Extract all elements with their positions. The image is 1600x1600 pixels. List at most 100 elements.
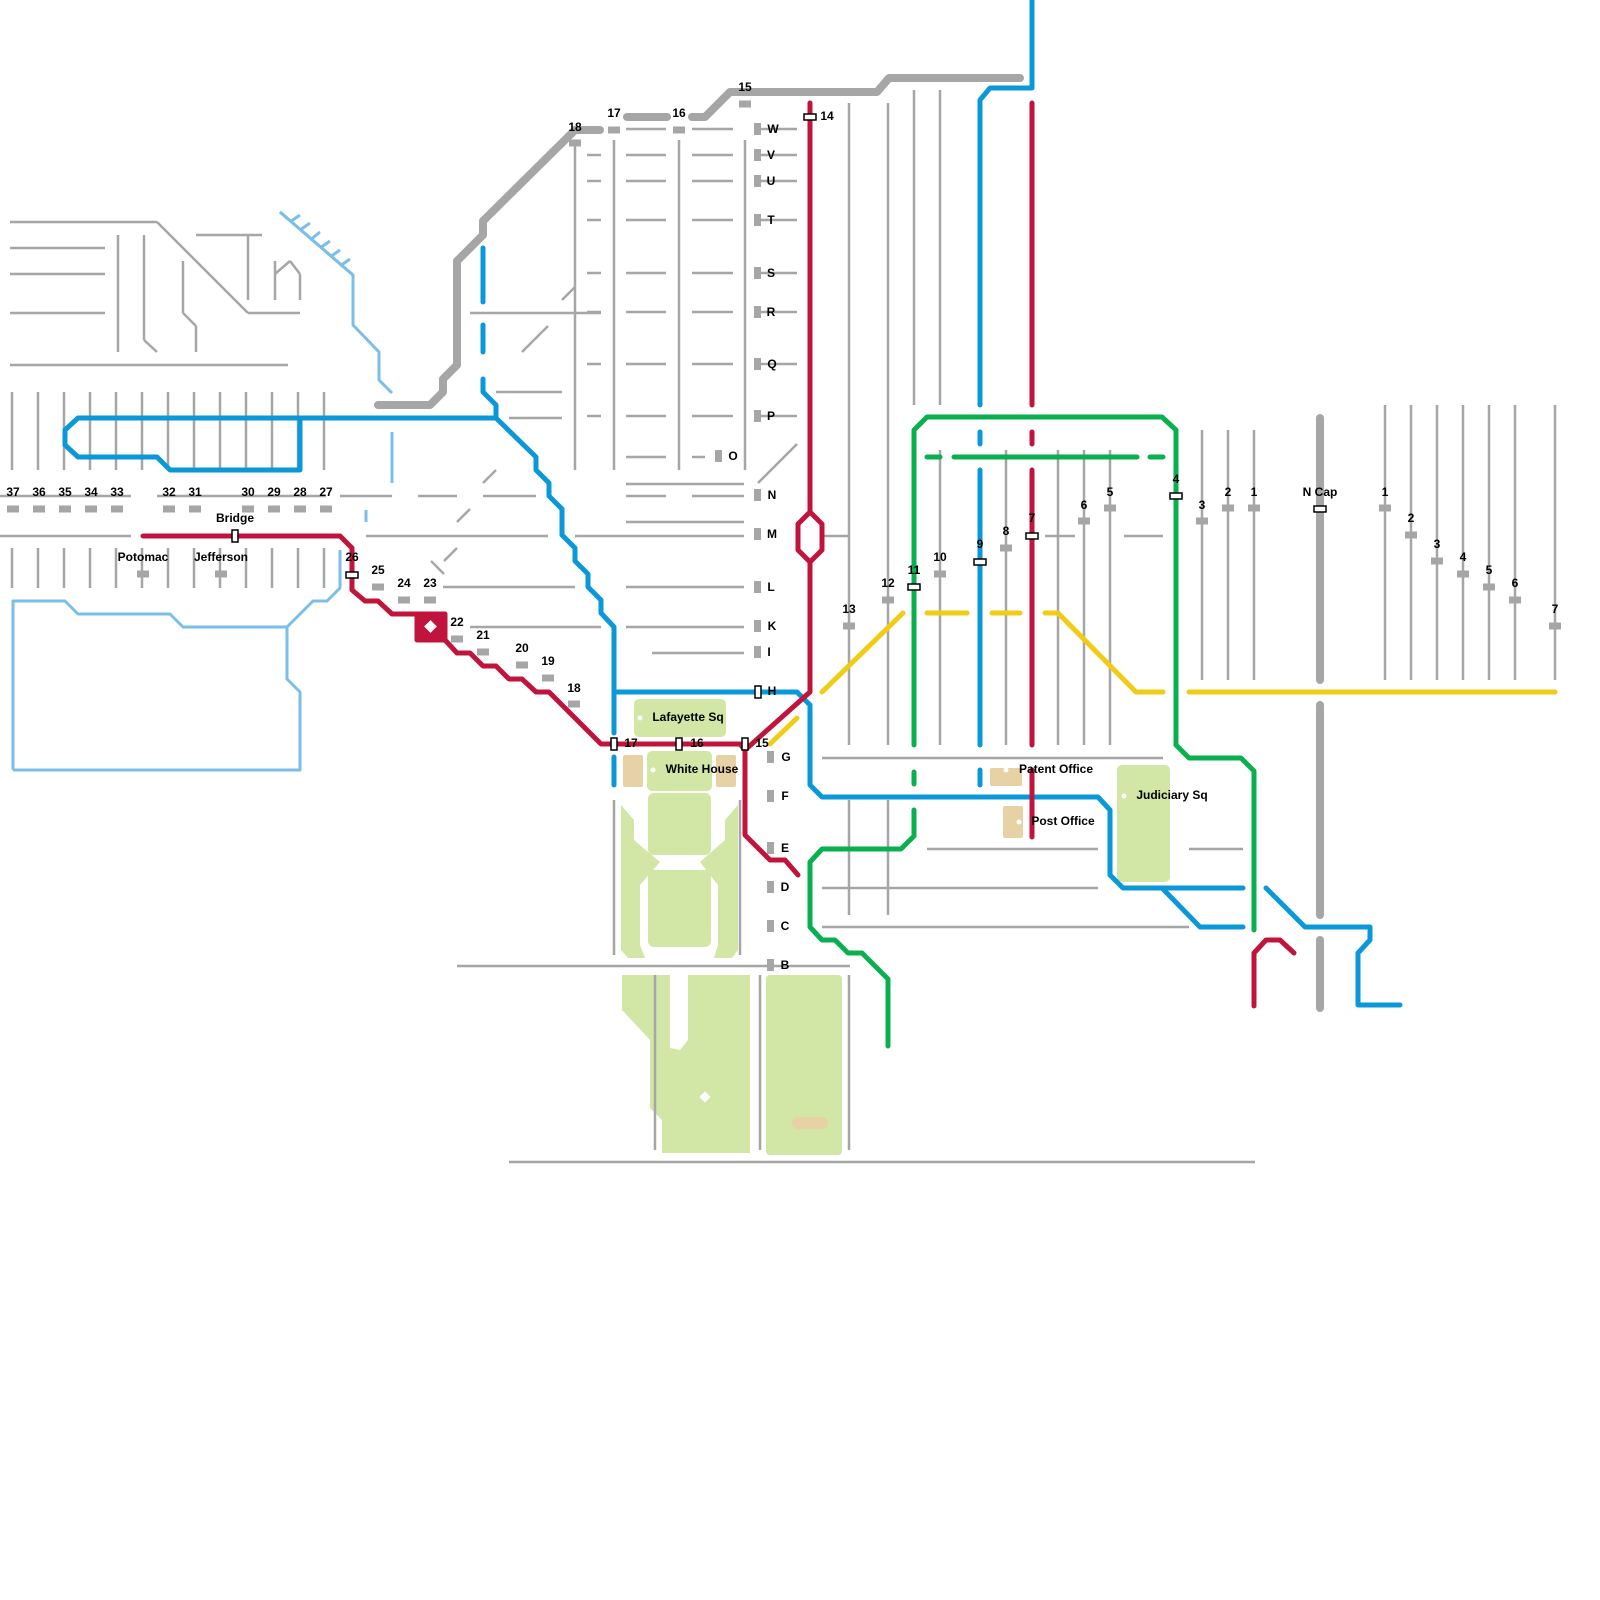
street-marker <box>767 959 774 971</box>
station-label: 22 <box>450 615 464 629</box>
street-marker <box>542 674 554 682</box>
ellipse <box>648 870 711 947</box>
station-marker[interactable] <box>345 571 359 579</box>
station-marker[interactable] <box>231 529 239 543</box>
street-label: L <box>767 580 774 594</box>
street-label: C <box>781 919 790 933</box>
station-label: 21 <box>476 628 490 642</box>
street-label: 18 <box>568 120 582 134</box>
station-marker[interactable] <box>803 113 817 121</box>
place-label: Potomac <box>118 550 169 564</box>
street-label: N Cap <box>1303 485 1338 499</box>
street-label: 13 <box>842 602 856 616</box>
yellow-route-1 <box>819 610 906 695</box>
street-marker <box>754 581 761 593</box>
light-blue-bridge-truss <box>279 210 354 277</box>
street-label: E <box>781 841 789 855</box>
street-label: I <box>767 645 770 659</box>
monument-building <box>792 1117 828 1129</box>
street-label: 31 <box>188 485 202 499</box>
blue-west-loop <box>62 415 499 473</box>
station-marker[interactable] <box>675 737 683 751</box>
street-marker <box>424 596 436 604</box>
street <box>443 547 458 562</box>
red-southeast <box>1251 937 1297 1009</box>
street-label: 17 <box>607 106 621 120</box>
street <box>143 339 158 353</box>
street-label: 7 <box>1029 511 1036 525</box>
street-label: D <box>781 880 790 894</box>
street <box>561 286 576 301</box>
street-grid <box>0 90 1557 1164</box>
street-label: H <box>768 684 777 698</box>
street-label: 35 <box>58 485 72 499</box>
street-label: 27 <box>319 485 333 499</box>
street-marker <box>754 620 761 632</box>
street-label: 12 <box>881 576 895 590</box>
street <box>521 325 549 353</box>
street-label: 9 <box>977 537 984 551</box>
judiciary-square-park <box>1117 765 1170 882</box>
place-label: Bridge <box>216 511 254 525</box>
street-marker <box>189 505 201 513</box>
station-marker[interactable] <box>741 737 749 751</box>
green-line <box>807 414 1257 1049</box>
street-marker <box>1104 504 1116 512</box>
street-label: 3 <box>1199 498 1206 512</box>
blue-east <box>1263 885 1403 1008</box>
street-label: Q <box>767 357 776 371</box>
lafayette-square-park <box>634 699 726 737</box>
yellow-route-6 <box>767 715 800 747</box>
street-label: K <box>768 619 777 633</box>
station-marker[interactable] <box>1025 532 1039 540</box>
station-marker[interactable] <box>973 558 987 566</box>
landmark-label: Post Office <box>1031 814 1095 828</box>
landmark-dot <box>1003 767 1009 773</box>
street-label: 4 <box>1173 472 1180 486</box>
monument-marker <box>699 1091 711 1103</box>
street-label: 5 <box>1107 485 1114 499</box>
street-label: 29 <box>267 485 281 499</box>
red-14th <box>795 100 825 565</box>
yellow-line <box>767 610 1558 747</box>
street-marker <box>608 126 620 134</box>
street-label: 33 <box>110 485 124 499</box>
street-marker <box>767 790 774 802</box>
street-label: 30 <box>241 485 255 499</box>
station-marker[interactable] <box>754 685 762 699</box>
green-loop <box>911 414 1257 933</box>
light-blue-north <box>279 210 394 395</box>
street-label: 4 <box>1460 550 1467 564</box>
station-marker[interactable] <box>907 583 921 591</box>
street-marker <box>242 505 254 513</box>
street-marker <box>1000 544 1012 552</box>
landmark-dot <box>1016 819 1022 825</box>
street-marker <box>754 489 761 501</box>
street <box>156 221 249 314</box>
station-marker[interactable] <box>1169 492 1183 500</box>
street-label: 37 <box>6 485 20 499</box>
station-label: 19 <box>541 654 555 668</box>
street-label: 34 <box>84 485 98 499</box>
station-label: 23 <box>423 576 437 590</box>
station-marker[interactable] <box>1313 505 1327 513</box>
street-marker <box>754 528 761 540</box>
street-marker <box>294 505 306 513</box>
station-label: 20 <box>515 641 529 655</box>
station-label: 15 <box>755 736 769 750</box>
street-marker <box>1248 504 1260 512</box>
landmark-dot <box>650 767 656 773</box>
blue-branch <box>1159 885 1246 930</box>
street-marker <box>754 214 761 226</box>
street-marker <box>673 126 685 134</box>
street-label: 10 <box>933 550 947 564</box>
street <box>482 469 497 484</box>
station-marker[interactable] <box>610 737 618 751</box>
ellipse-west-park <box>621 805 660 958</box>
street-label: 36 <box>32 485 46 499</box>
street-label: 2 <box>1408 511 1415 525</box>
street-marker <box>754 123 761 135</box>
street-marker <box>372 583 384 591</box>
street-marker <box>1483 583 1495 591</box>
